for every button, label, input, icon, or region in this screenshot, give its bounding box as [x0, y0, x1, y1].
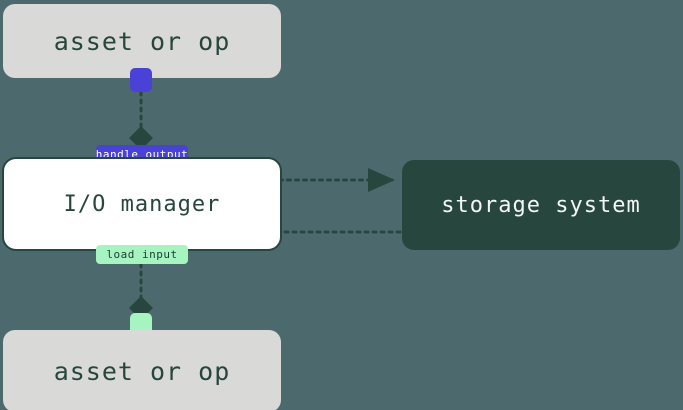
edge-label-load-input[interactable]: load input	[96, 245, 188, 264]
node-asset-or-op-bottom[interactable]: asset or op	[3, 330, 281, 410]
node-io-manager[interactable]: I/O manager	[2, 157, 282, 251]
node-asset-or-op-top[interactable]: asset or op	[3, 4, 281, 78]
node-io-manager-label: I/O manager	[63, 191, 221, 217]
node-asset-or-op-top-label: asset or op	[53, 26, 231, 56]
edge-label-load-input-text: load input	[106, 248, 178, 261]
node-storage-system-label: storage system	[441, 192, 641, 218]
node-storage-system[interactable]: storage system	[402, 160, 680, 250]
node-asset-or-op-bottom-label: asset or op	[53, 356, 231, 386]
output-port-icon[interactable]	[130, 68, 152, 92]
